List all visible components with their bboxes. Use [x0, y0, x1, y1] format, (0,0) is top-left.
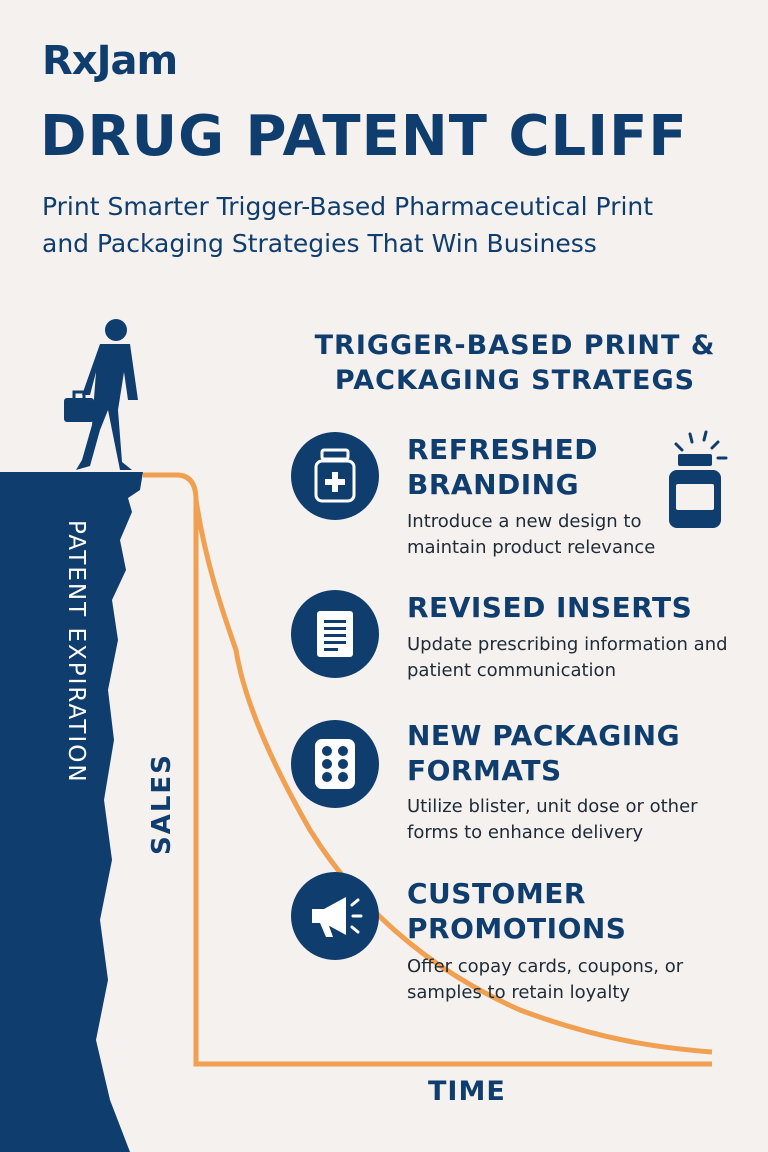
bottle-illustration-icon [669, 430, 728, 528]
businessman-icon [64, 319, 138, 470]
section-title: TRIGGER-BASED PRINT & PACKAGING STRATEGS [314, 330, 716, 396]
cliff-shape [0, 472, 143, 1152]
strategy-2-description: Update prescribing information and patie… [407, 634, 728, 681]
page-subtitle: Print Smarter Trigger-Based Pharmaceutic… [42, 192, 654, 258]
page-title: DRUG PATENT CLIFF [40, 104, 688, 169]
strategy-2-title: REVISED INSERTS [407, 591, 693, 624]
y-axis-label: SALES [147, 753, 177, 855]
strategy-3-title: NEW PACKAGING FORMATS [407, 719, 681, 787]
strategy-3-description: Utilize blister, unit dose or other form… [407, 796, 698, 843]
sales-decline-curve [193, 499, 713, 1055]
x-axis-label: TIME [428, 1076, 506, 1107]
strategy-1-title: REFRESHED BRANDING [407, 433, 598, 501]
brand-logo: RxJam [42, 38, 178, 84]
strategy-4-title: CUSTOMER PROMOTIONS [407, 877, 627, 945]
medicine-bottle-icon [291, 432, 379, 520]
blister-pack-icon [291, 720, 379, 808]
document-icon [291, 590, 379, 678]
sales-curve [143, 472, 712, 1067]
megaphone-icon [291, 872, 379, 960]
strategy-4-description: Offer copay cards, coupons, or samples t… [407, 956, 684, 1003]
cliff-label: PATENT EXPIRATION [63, 520, 89, 784]
strategy-1-description: Introduce a new design to maintain produ… [407, 511, 656, 558]
